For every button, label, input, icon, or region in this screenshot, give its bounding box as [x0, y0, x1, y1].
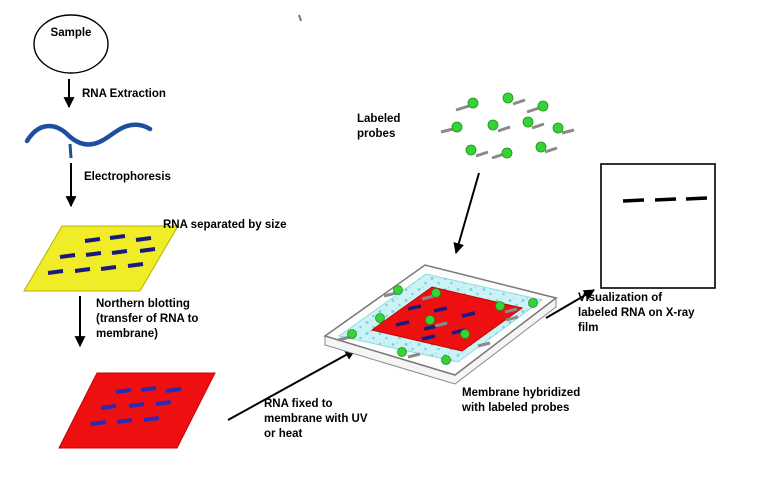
xray-film-group	[600, 163, 716, 289]
rna-strand	[24, 122, 153, 147]
membrane-shape	[58, 372, 216, 449]
gel-band	[135, 236, 152, 242]
probe-dot	[460, 329, 470, 339]
probe-dash	[544, 146, 558, 154]
probe-dash	[475, 150, 489, 158]
probe-dash	[504, 307, 518, 314]
hybridized-band	[421, 334, 436, 341]
membrane-group	[58, 372, 216, 449]
sample-ellipse	[33, 14, 109, 74]
visualization-label: Visualization of labeled RNA on X-ray fi…	[578, 292, 695, 334]
labeled-probes-label: Labeled probes	[357, 113, 401, 140]
probe-dash	[407, 352, 421, 359]
probe-dash	[477, 341, 491, 348]
membrane-band	[128, 402, 145, 408]
gel-band	[84, 237, 101, 243]
hybridized-band	[407, 304, 422, 311]
probe-dot	[451, 121, 463, 133]
probe-dash	[337, 335, 351, 342]
probe-dash	[497, 125, 511, 133]
probe-dot	[465, 144, 477, 156]
probe-dot	[501, 147, 513, 159]
gel-band	[139, 247, 156, 253]
membrane-band	[165, 387, 182, 393]
probe-dot	[535, 141, 547, 153]
probe-dot	[375, 313, 385, 323]
gel-band	[127, 262, 144, 268]
probe-dash	[526, 106, 540, 114]
probe-dash	[434, 321, 448, 328]
gel-band	[85, 251, 102, 257]
probe-dash	[531, 122, 545, 130]
probe-dash	[455, 104, 470, 112]
membrane-band	[90, 420, 107, 426]
probe-dot	[441, 355, 451, 365]
hybridized-band	[433, 306, 448, 313]
film-band	[685, 196, 708, 201]
membrane-band	[100, 404, 117, 410]
hybridized-band	[461, 311, 476, 318]
probe-dot	[431, 288, 441, 298]
membrane-band	[143, 416, 160, 422]
membrane-band	[155, 400, 172, 406]
arrow-visualization	[545, 289, 595, 319]
arrow-probes	[453, 172, 480, 255]
hybridized-band	[423, 324, 438, 331]
electrophoresis-label: Electrophoresis	[84, 171, 171, 183]
probe-dash	[505, 315, 519, 322]
probe-dot	[393, 285, 403, 295]
probe-dot	[552, 122, 564, 134]
stray-mark	[298, 14, 302, 22]
gel-band	[100, 265, 117, 271]
probe-dash	[512, 98, 526, 106]
probe-dot	[528, 298, 538, 308]
probe-dot	[467, 97, 479, 109]
arrow-fixation	[227, 349, 356, 421]
probe-dash	[440, 127, 454, 134]
probe-dot	[502, 92, 514, 104]
probe-dash	[561, 128, 575, 135]
rna-strand-tick	[68, 143, 73, 159]
gel-group	[23, 225, 179, 292]
gel-band	[59, 253, 76, 259]
northern-blotting-label: Northern blotting (transfer of RNA to me…	[96, 298, 199, 340]
film-band	[622, 198, 645, 203]
sample-label: Sample	[50, 27, 92, 39]
probes-cluster	[440, 92, 575, 160]
probe-dash	[383, 291, 397, 298]
probe-dash	[421, 294, 435, 301]
gel-band	[111, 249, 128, 255]
rna-fixed-label: RNA fixed to membrane with UV or heat	[264, 398, 368, 440]
hybridized-red-membrane	[370, 286, 524, 352]
membrane-hybridized-label: Membrane hybridized with labeled probes	[462, 387, 581, 414]
rna-extraction-label: RNA Extraction	[82, 88, 166, 100]
hybridized-band	[395, 320, 410, 327]
gel-shape	[23, 225, 179, 292]
probe-dot	[522, 116, 534, 128]
probe-dot	[397, 347, 407, 357]
probe-dot	[487, 119, 499, 131]
gel-band	[109, 234, 126, 240]
probe-dot	[347, 329, 357, 339]
gel-band	[47, 269, 64, 275]
hybridized-membrane	[323, 264, 558, 385]
membrane-band	[116, 418, 133, 424]
probe-dot	[537, 100, 549, 112]
gel-band	[74, 267, 91, 273]
film-band	[654, 197, 677, 202]
membrane-band	[115, 388, 132, 394]
rna-separated-label: RNA separated by size	[163, 219, 287, 231]
probe-dot	[425, 315, 435, 325]
probe-dot	[495, 301, 505, 311]
xray-film	[600, 163, 716, 289]
membrane-band	[140, 386, 157, 392]
